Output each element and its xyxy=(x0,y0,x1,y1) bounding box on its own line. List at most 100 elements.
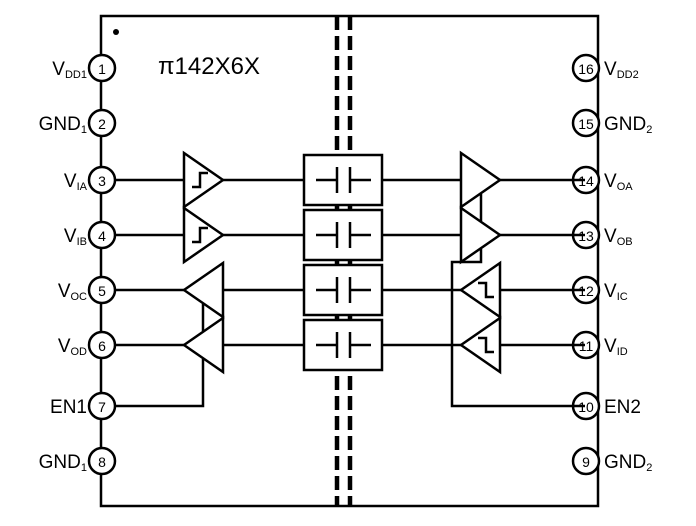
pin-number: 4 xyxy=(98,228,106,244)
pin-label: VIB xyxy=(64,226,87,248)
pin-1: 1 VDD1 xyxy=(52,53,117,83)
pin-13: 13 VOB xyxy=(571,220,633,250)
pin-label-subscript: 1 xyxy=(81,124,87,136)
schmitt-buffer-icon xyxy=(458,315,502,375)
pin-label: GND1 xyxy=(39,452,87,474)
pin-circle xyxy=(571,446,601,476)
pin-number: 7 xyxy=(98,399,106,415)
pin-label-main: V xyxy=(604,171,617,192)
pin-circle xyxy=(87,446,117,476)
pin-label-main: EN2 xyxy=(604,397,641,418)
pin-8: 8 GND1 xyxy=(39,446,117,476)
isolation-capacitor-icon xyxy=(302,318,384,372)
pin-number: 3 xyxy=(98,173,106,189)
channel-d xyxy=(116,315,585,375)
pin-number: 13 xyxy=(578,228,594,244)
pin-label-main: GND xyxy=(39,114,81,135)
pin-2: 2 GND1 xyxy=(39,108,117,138)
pin-label-subscript: OD xyxy=(71,346,88,358)
pin-label: EN1 xyxy=(50,397,87,418)
isolation-capacitor-icon xyxy=(302,208,384,262)
pin-7: 7 EN1 xyxy=(50,391,117,421)
pin-label-subscript: DD1 xyxy=(65,69,87,81)
pin-label-main: V xyxy=(58,281,71,302)
pin-11: 11 VID xyxy=(571,330,628,360)
pin-label-main: V xyxy=(64,171,77,192)
pin-number: 8 xyxy=(98,454,106,470)
pin-label-main: V xyxy=(604,281,617,302)
schmitt-buffer-icon xyxy=(458,260,502,320)
pin-number: 12 xyxy=(578,283,594,299)
pin-label-main: V xyxy=(58,336,71,357)
pin-label: GND2 xyxy=(604,114,652,136)
pin-15: 15 GND2 xyxy=(571,108,652,138)
pin-circle xyxy=(571,53,601,83)
pin-label-main: GND xyxy=(604,114,646,135)
part-number-title: π142X6X xyxy=(158,53,260,80)
pin-label-main: V xyxy=(52,59,65,80)
pin-label-main: V xyxy=(604,59,617,80)
pin-label: GND1 xyxy=(39,114,87,136)
pin-3: 3 VIA xyxy=(64,165,117,195)
pin-circle xyxy=(87,108,117,138)
schmitt-buffer-icon xyxy=(182,150,226,210)
pin-circle xyxy=(87,53,117,83)
pin1-marker-dot xyxy=(113,29,119,35)
pin-number: 16 xyxy=(578,61,594,77)
en2-wiring xyxy=(450,249,585,408)
pin-circle xyxy=(87,165,117,195)
pin-label: VOB xyxy=(604,226,633,248)
output-buffer-icon xyxy=(459,150,503,210)
output-buffer-icon xyxy=(459,205,503,265)
pin-label-subscript: 2 xyxy=(646,124,652,136)
pin-14: 14 VOA xyxy=(571,165,633,195)
channel-b xyxy=(116,194,585,265)
pin-label-main: GND xyxy=(604,452,646,473)
pin-label-subscript: ID xyxy=(617,346,628,358)
pin-label-main: V xyxy=(604,336,617,357)
pin-number: 6 xyxy=(98,338,106,354)
pin-label-subscript: OB xyxy=(617,236,633,248)
pin-6: 6 VOD xyxy=(58,330,117,360)
pin-16: 16 VDD2 xyxy=(571,53,639,83)
pin-label: VIC xyxy=(604,281,628,303)
pin-number: 5 xyxy=(98,283,106,299)
pin-number: 2 xyxy=(98,116,106,132)
pin-label: VDD1 xyxy=(52,59,87,81)
pin-label-subscript: IA xyxy=(77,181,88,193)
pin-label-subscript: IB xyxy=(77,236,87,248)
pin-label: VID xyxy=(604,336,628,358)
pin-number: 11 xyxy=(579,338,594,354)
pin-label-subscript: DD2 xyxy=(617,69,639,81)
isolation-capacitor-icon xyxy=(302,153,384,207)
output-buffer-icon xyxy=(181,315,225,375)
pin-label: GND2 xyxy=(604,452,652,474)
pin-label-main: V xyxy=(64,226,77,247)
pin-9: 9 GND2 xyxy=(571,446,652,476)
pin-circle xyxy=(571,108,601,138)
pin-4: 4 VIB xyxy=(64,220,117,250)
pin-circle xyxy=(87,220,117,250)
pin-label: VOA xyxy=(604,171,633,193)
pin-label-subscript: 2 xyxy=(646,462,652,474)
pin-number: 9 xyxy=(582,454,590,470)
pin-number: 1 xyxy=(98,61,106,77)
pin-circle xyxy=(87,275,117,305)
en1-wiring xyxy=(116,304,205,408)
pin-number: 14 xyxy=(578,173,594,189)
pin-label-main: GND xyxy=(39,452,81,473)
pin-label: VOD xyxy=(58,336,87,358)
pin-circle xyxy=(87,330,117,360)
pin-circle xyxy=(87,391,117,421)
pin-label: VIA xyxy=(64,171,88,193)
pin-label-subscript: IC xyxy=(617,291,628,303)
pin-label: VDD2 xyxy=(604,59,639,81)
schmitt-buffer-icon xyxy=(182,205,226,265)
pin-label-main: V xyxy=(604,226,617,247)
channel-a xyxy=(116,150,585,210)
pin-number: 15 xyxy=(578,116,594,132)
output-buffer-icon xyxy=(181,260,225,320)
channel-c xyxy=(116,260,585,320)
